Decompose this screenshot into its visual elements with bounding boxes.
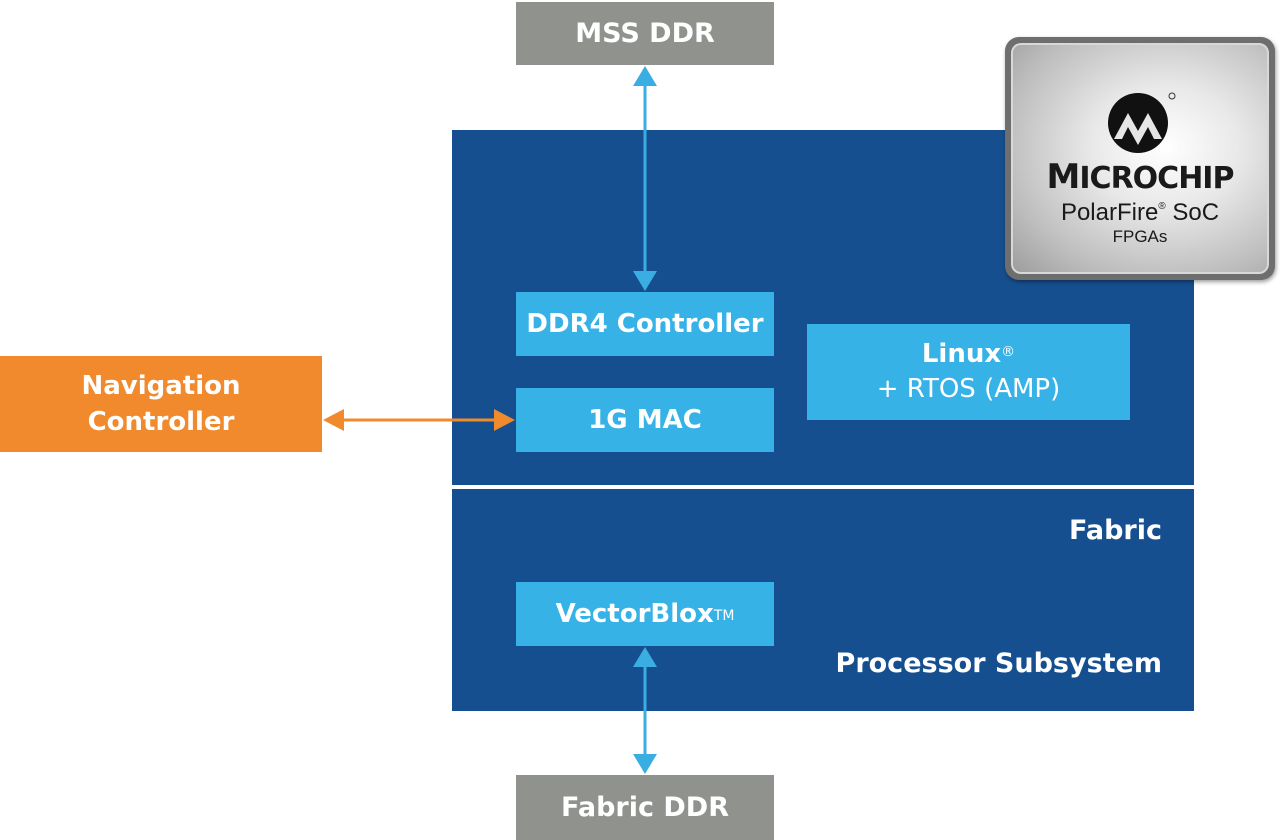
product-family: FPGAs <box>1112 227 1168 246</box>
arrowhead-down <box>633 754 657 774</box>
linux-label: Linux <box>921 339 1002 369</box>
registered-mark: ® <box>1001 344 1016 360</box>
arrow-vectorblox-to-fabric-ddr <box>633 647 657 774</box>
nav-line2: Controller <box>87 407 235 437</box>
fabric-label: Fabric <box>1069 515 1162 546</box>
processor-subsystem-label: Processor Subsystem <box>835 648 1162 679</box>
microchip-logo-icon <box>1108 92 1176 153</box>
navigation-controller-block: Navigation Controller <box>0 356 322 452</box>
mss-ddr-block: MSS DDR <box>516 2 774 65</box>
brand-rest: ICROCHIP <box>1079 161 1234 196</box>
arrow-nav-to-mac <box>323 409 515 431</box>
nav-line1: Navigation <box>81 371 241 401</box>
product-name: PolarFire® SoC <box>1061 199 1219 227</box>
arrowhead-down <box>633 271 657 291</box>
ddr4-controller-block: DDR4 Controller <box>516 292 774 356</box>
mac-block: 1G MAC <box>516 388 774 452</box>
product-registered-mark: ® <box>1158 201 1166 212</box>
brand-initial: M <box>1046 157 1081 197</box>
trademark-mark: TM <box>713 608 735 624</box>
arrowhead-up <box>633 66 657 86</box>
fabric-ddr-block: Fabric DDR <box>516 775 774 840</box>
fabric-ddr-label: Fabric DDR <box>561 792 729 823</box>
rtos-label: + RTOS (AMP) <box>876 374 1061 404</box>
region-divider <box>452 485 1194 489</box>
product-label: PolarFire <box>1060 199 1159 226</box>
linux-line1: Linux® <box>922 337 1015 372</box>
brand-wordmark: MICROCHIP <box>1046 157 1235 197</box>
ddr4-controller-label: DDR4 Controller <box>526 309 764 339</box>
badge-face: MICROCHIP PolarFire® SoC FPGAs <box>1011 43 1269 274</box>
arrowhead-right <box>494 409 515 431</box>
product-suffix: SoC <box>1165 199 1220 226</box>
linux-rtos-block: Linux® + RTOS (AMP) <box>807 324 1130 420</box>
mss-ddr-label: MSS DDR <box>575 18 715 49</box>
arrowhead-up <box>633 647 657 667</box>
arrowhead-left <box>323 409 344 431</box>
arrow-mss-ddr-to-ddr4 <box>633 66 657 291</box>
vectorblox-label: VectorBlox <box>555 599 714 629</box>
mac-label: 1G MAC <box>588 405 702 435</box>
microchip-polarfire-badge: MICROCHIP PolarFire® SoC FPGAs <box>1005 37 1275 280</box>
